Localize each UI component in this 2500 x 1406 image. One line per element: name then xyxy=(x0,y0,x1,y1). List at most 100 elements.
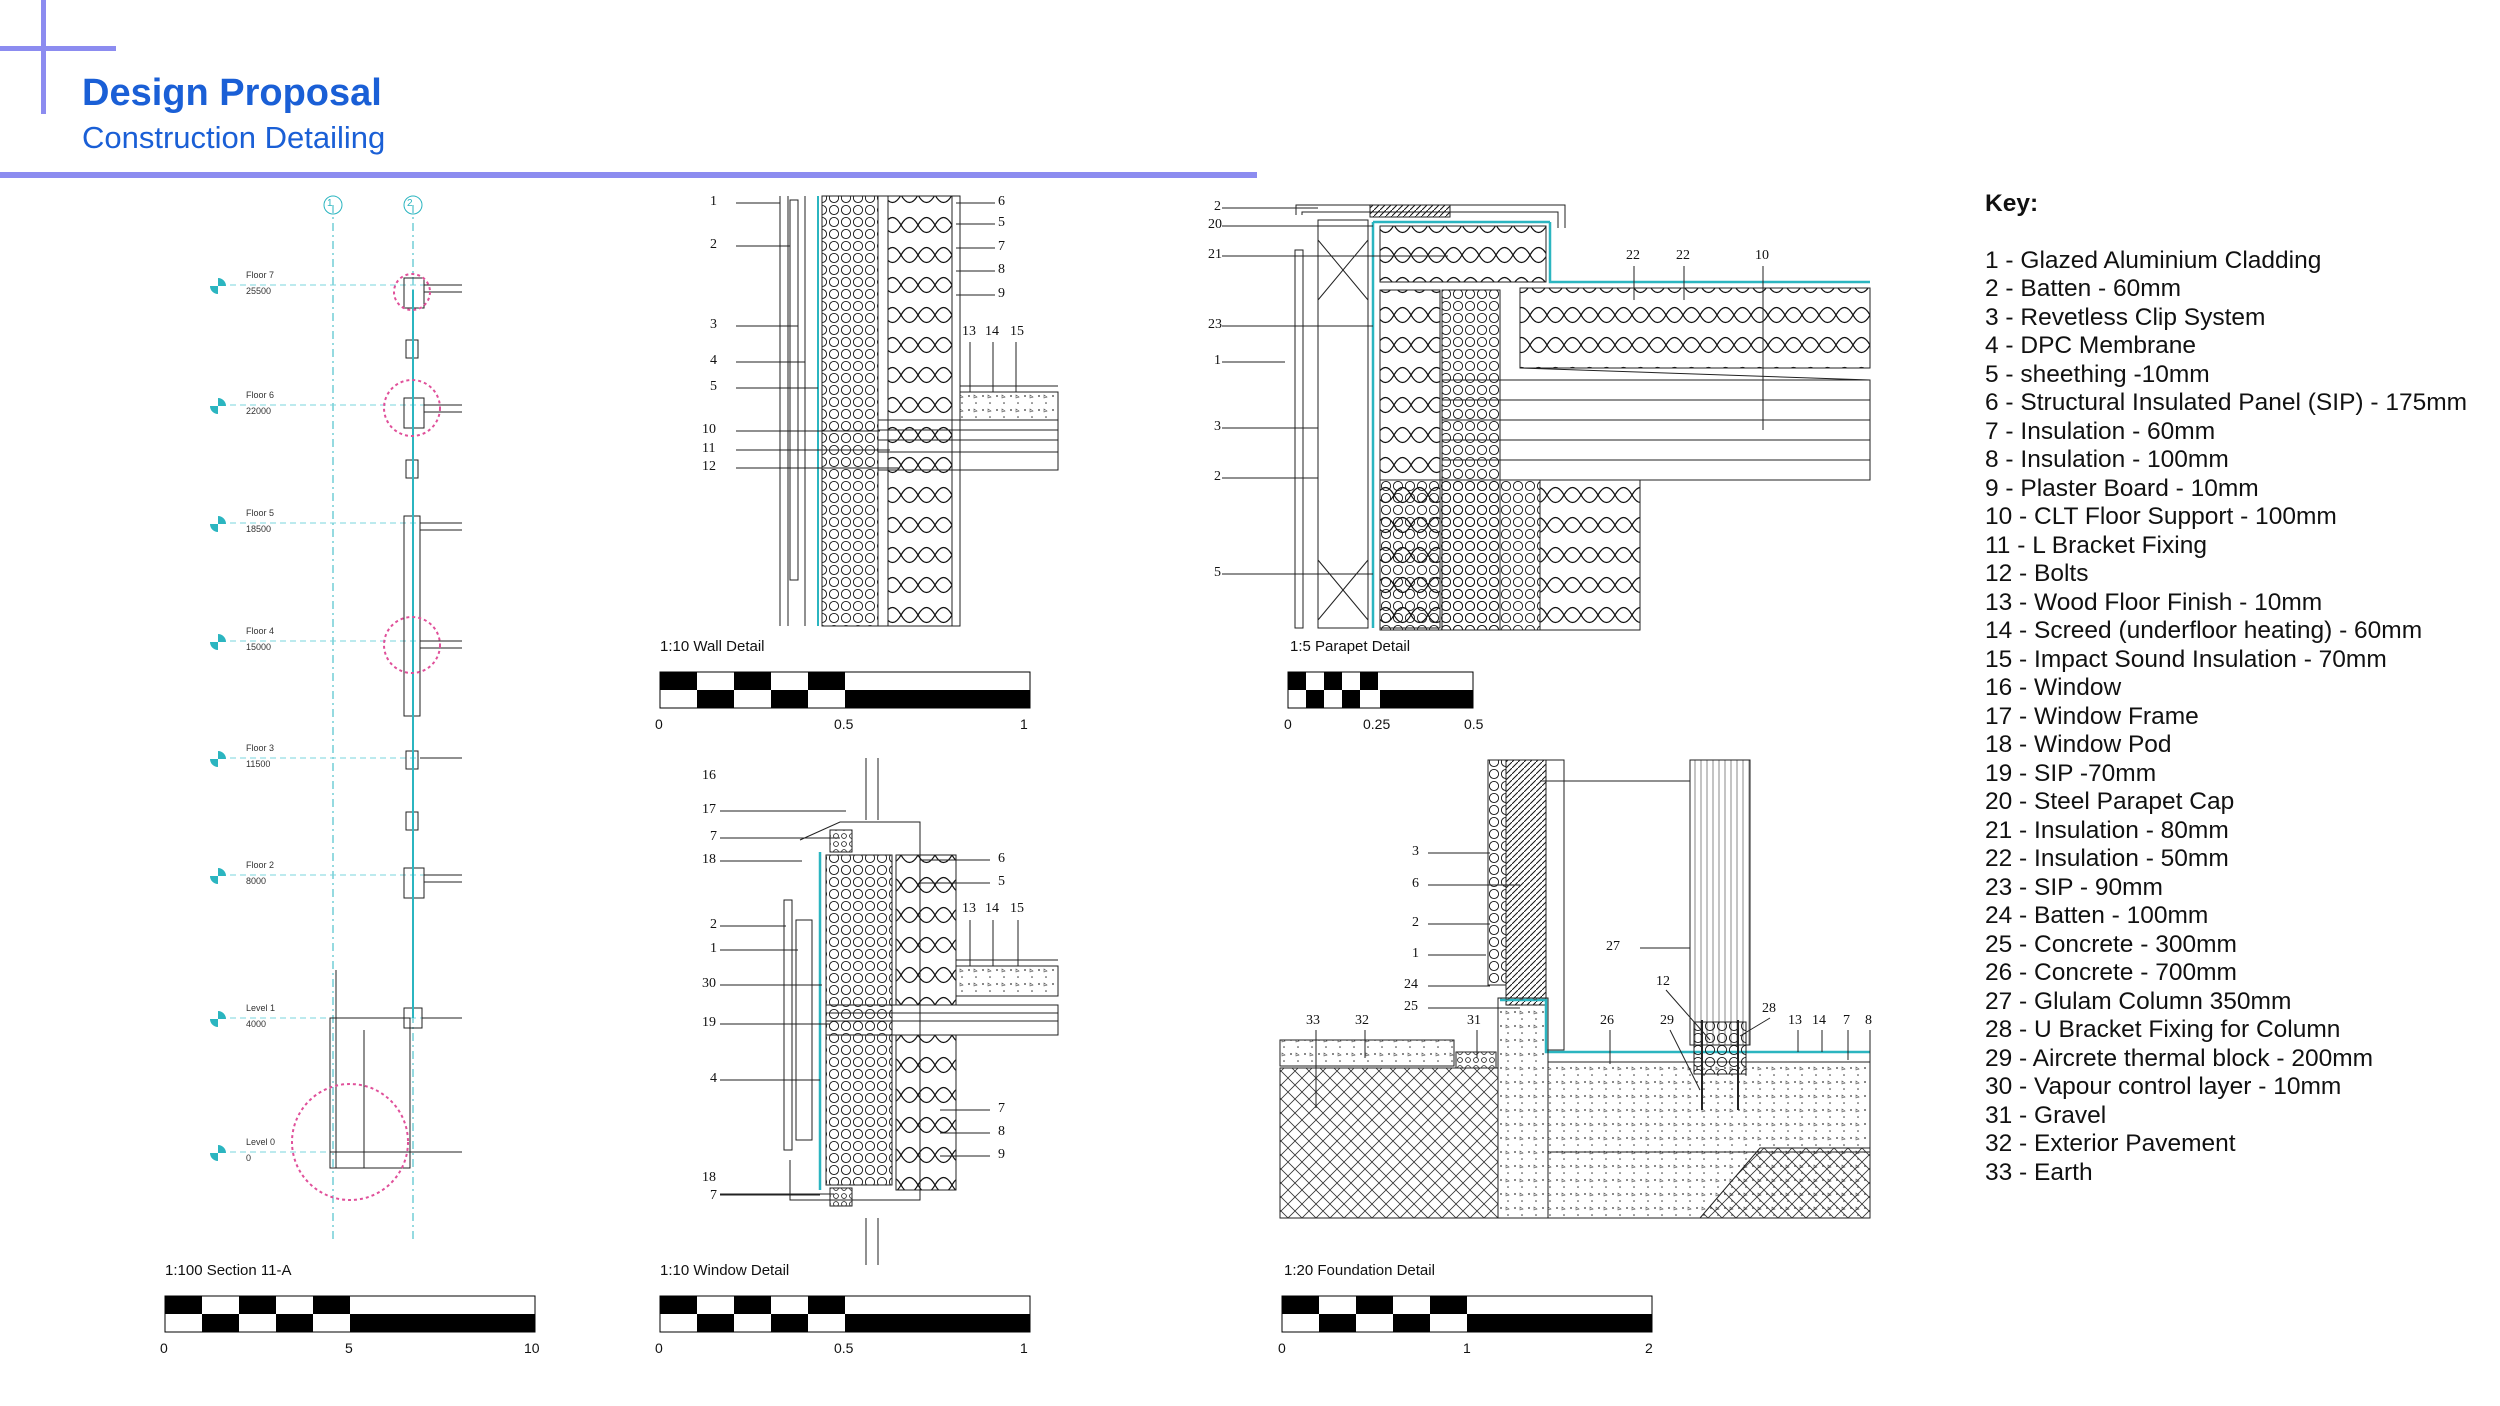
parapet-label-20: 20 xyxy=(1208,217,1222,232)
window-label-7a: 7 xyxy=(710,829,717,844)
key-item: 17 - Window Frame xyxy=(1985,702,2199,730)
window-detail-caption: 1:10 Window Detail xyxy=(660,1262,790,1279)
key-item: 30 - Vapour control layer - 10mm xyxy=(1985,1073,2342,1100)
header-rule xyxy=(0,172,1257,178)
key-item: 16 - Window xyxy=(1985,674,2122,701)
parapet-scale-tick-0: 0 xyxy=(1284,716,1292,732)
parapet-detail-drawing xyxy=(1222,204,1871,631)
key-item: 18 - Window Pod xyxy=(1985,731,2172,758)
section-caption: 1:100 Section 11-A xyxy=(165,1262,292,1279)
level-0-level: 0 xyxy=(246,1153,252,1163)
parapet-scale-tick-end: 0.5 xyxy=(1464,716,1484,732)
floor-3-name: Floor 3 xyxy=(246,743,275,753)
foundation-label-27: 27 xyxy=(1606,939,1620,954)
key-item: 23 - SIP - 90mm xyxy=(1985,873,2163,901)
wall-label-6: 6 xyxy=(998,194,1005,209)
key-item: 12 - Bolts xyxy=(1985,560,2089,587)
window-scale-tick-0: 0 xyxy=(655,1340,663,1356)
parapet-label-22b: 22 xyxy=(1676,248,1690,263)
foundation-label-14: 14 xyxy=(1812,1013,1826,1028)
key-item: 14 - Screed (underfloor heating) - 60mm xyxy=(1985,617,2423,644)
grid-bubble-1: 1 xyxy=(327,198,333,209)
key-item: 10 - CLT Floor Support - 100mm xyxy=(1985,503,2337,530)
key-item: 28 - U Bracket Fixing for Column xyxy=(1985,1016,2341,1043)
window-label-7b: 7 xyxy=(710,1188,717,1203)
foundation-label-1: 1 xyxy=(1412,946,1419,961)
wall-label-1: 1 xyxy=(710,194,717,209)
foundation-scale-tick-0: 0 xyxy=(1278,1340,1286,1356)
foundation-scale-tick-end: 2 xyxy=(1645,1340,1653,1356)
key-item: 11 - L Bracket Fixing xyxy=(1985,531,2207,559)
wall-label-5: 5 xyxy=(710,379,717,394)
parapet-scale-tick-mid: 0.25 xyxy=(1363,716,1391,732)
section-scale-tick-mid: 5 xyxy=(345,1340,353,1356)
section-scale-tick-0: 0 xyxy=(160,1340,168,1356)
title-accent-horizontal xyxy=(0,46,116,51)
foundation-label-28: 28 xyxy=(1762,1001,1776,1016)
level-1-level: 4000 xyxy=(246,1019,267,1029)
key-item: 1 - Glazed Aluminium Cladding xyxy=(1985,246,2322,274)
window-detail-drawing xyxy=(720,758,1059,1265)
key-item: 25 - Concrete - 300mm xyxy=(1985,930,2237,958)
key-item: 13 - Wood Floor Finish - 10mm xyxy=(1985,588,2323,616)
scale-bar-section xyxy=(164,1295,536,1333)
key-item: 21 - Insulation - 80mm xyxy=(1985,816,2229,844)
wall-label-9: 9 xyxy=(998,286,1005,301)
floor-7-level: 25500 xyxy=(246,286,272,296)
key-item: 24 - Batten - 100mm xyxy=(1985,902,2209,929)
window-label-14: 14 xyxy=(985,901,999,916)
level-0-name: Level 0 xyxy=(246,1137,276,1147)
key-item: 32 - Exterior Pavement xyxy=(1985,1130,2236,1157)
parapet-label-2a: 2 xyxy=(1214,199,1221,214)
floor-7-name: Floor 7 xyxy=(246,270,275,280)
window-label-15: 15 xyxy=(1010,901,1024,916)
window-label-30: 30 xyxy=(702,976,716,991)
section-drawing xyxy=(210,195,462,1240)
key-item: 33 - Earth xyxy=(1985,1158,2093,1186)
wall-scale-tick-0: 0 xyxy=(655,716,663,732)
wall-label-4: 4 xyxy=(710,353,717,368)
window-label-1: 1 xyxy=(710,941,717,956)
foundation-label-3: 3 xyxy=(1412,844,1419,859)
wall-label-14: 14 xyxy=(985,324,999,339)
wall-scale-tick-mid: 0.5 xyxy=(834,716,854,732)
key-title: Key: xyxy=(1985,190,2039,217)
window-scale-tick-end: 1 xyxy=(1020,1340,1028,1356)
wall-label-10: 10 xyxy=(702,422,716,437)
foundation-label-2: 2 xyxy=(1412,915,1419,930)
floor-2-name: Floor 2 xyxy=(246,860,275,870)
key-item: 29 - Aircrete thermal block - 200mm xyxy=(1985,1044,2374,1072)
wall-label-13: 13 xyxy=(962,324,976,339)
floor-4-level: 15000 xyxy=(246,642,272,652)
floor-4-name: Floor 4 xyxy=(246,626,275,636)
key-item: 15 - Impact Sound Insulation - 70mm xyxy=(1985,645,2387,673)
key-item: 22 - Insulation - 50mm xyxy=(1985,845,2229,872)
floor-6-level: 22000 xyxy=(246,406,272,416)
wall-label-2: 2 xyxy=(710,237,717,252)
window-label-18a: 18 xyxy=(702,852,716,867)
floor-6-name: Floor 6 xyxy=(246,390,275,400)
floor-5-level: 18500 xyxy=(246,524,272,534)
key-item: 6 - Structural Insulated Panel (SIP) - 1… xyxy=(1985,389,2468,416)
wall-label-8: 8 xyxy=(998,262,1005,277)
parapet-label-21: 21 xyxy=(1208,247,1222,262)
parapet-label-22a: 22 xyxy=(1626,248,1640,263)
window-label-19: 19 xyxy=(702,1015,716,1030)
foundation-label-31: 31 xyxy=(1467,1013,1481,1028)
wall-label-15: 15 xyxy=(1010,324,1024,339)
key-item: 9 - Plaster Board - 10mm xyxy=(1985,474,2259,502)
wall-label-7: 7 xyxy=(998,239,1005,254)
key-item: 27 - Glulam Column 350mm xyxy=(1985,987,2292,1015)
foundation-label-26: 26 xyxy=(1600,1013,1614,1028)
parapet-label-1: 1 xyxy=(1214,353,1221,368)
key-item: 5 - sheething -10mm xyxy=(1985,360,2210,388)
page-title: Design Proposal xyxy=(82,72,382,114)
scale-bar-wall xyxy=(659,671,1031,709)
parapet-label-5: 5 xyxy=(1214,565,1221,580)
window-label-4: 4 xyxy=(710,1071,717,1086)
foundation-label-13: 13 xyxy=(1788,1013,1802,1028)
foundation-label-6: 6 xyxy=(1412,876,1419,891)
key-item: 19 - SIP -70mm xyxy=(1985,759,2157,787)
